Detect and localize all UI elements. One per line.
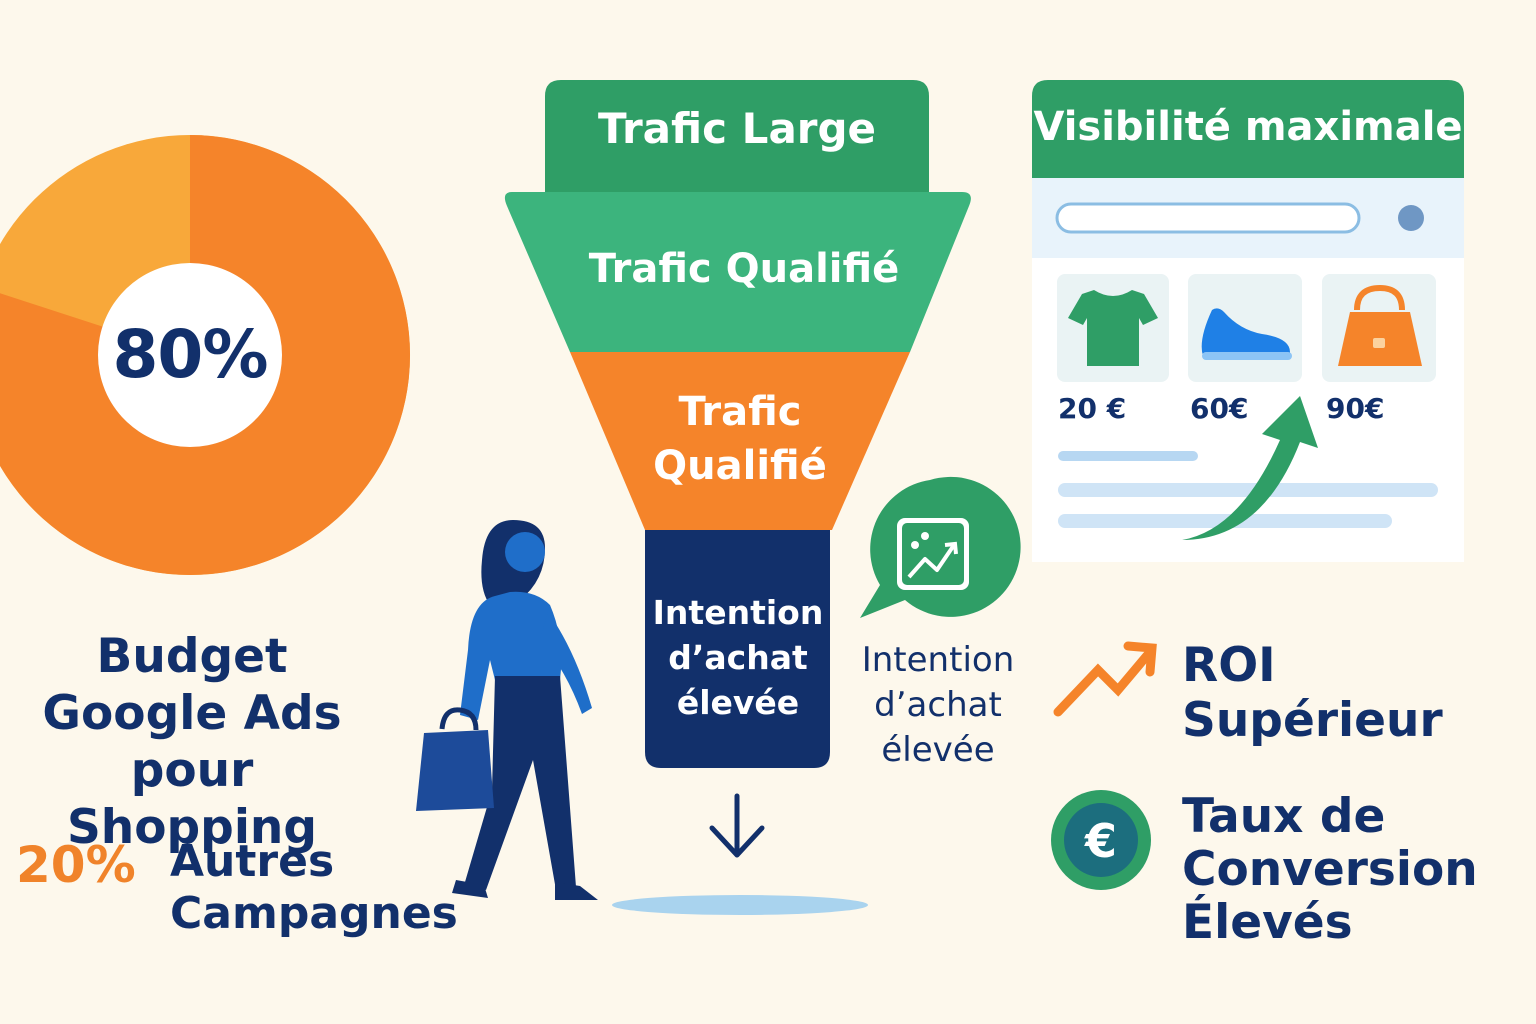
conversion-funnel [504,80,971,915]
product-price: 60€ [1190,392,1249,425]
budget-label-line: pour Shopping [66,743,318,855]
trend-chart-icon [860,476,1021,618]
funnel-middle-label: Trafic Qualifié [588,246,900,292]
funnel-middle-band [504,192,971,352]
product-price: 90€ [1326,392,1385,425]
svg-text:€: € [1084,814,1117,868]
funnel-spout-line: d’achat [668,638,808,677]
other-percent: 20% [16,836,136,894]
conversion-label-line: Taux de [1182,789,1386,844]
funnel-spout-line: Intention [652,593,824,632]
product-price: 20 € [1058,392,1127,425]
handbag-icon [1354,284,1405,311]
funnel-lower-label: Trafic Qualifié [620,385,860,493]
other-label: Autres Campagnes [170,836,458,940]
donut-center-label: 80% [112,315,269,393]
budget-label: Budget Google Ads pour Shopping [0,628,384,856]
conversion-label-line: Conversion [1182,842,1478,897]
down-arrow-icon [709,793,765,858]
visibility-title: Visibilité maximale [1033,104,1463,150]
other-label-line: Autres [170,836,335,887]
budget-donut [0,135,411,575]
funnel-lower-line: Trafic [678,389,802,435]
conversion-label: Taux de Conversion Élevés [1182,790,1478,949]
funnel-top-band [545,80,929,192]
bubble-caption-line: élevée [881,730,995,770]
funnel-top-label: Trafic Large [597,104,877,153]
trend-up-icon [1053,641,1157,717]
budget-label-line: Budget [96,629,288,684]
sneaker-icon [1201,308,1290,356]
funnel-spout [645,530,830,768]
bubble-caption-line: Intention [861,640,1015,680]
funnel-spout-label: Intention d’achat élevée [646,590,830,725]
roi-label: ROI Supérieur [1182,638,1443,748]
euro-coin-icon: € [1051,790,1151,890]
funnel-lower-line: Qualifié [653,443,827,489]
growth-arrow-icon [1182,396,1318,540]
bubble-caption-line: d’achat [874,685,1002,725]
roi-label-line: ROI [1182,638,1276,693]
donut-hole [98,263,282,447]
shopping-results-panel [1032,80,1464,562]
roi-label-line: Supérieur [1182,693,1443,748]
conversion-label-line: Élevés [1182,895,1353,950]
budget-label-line: Google Ads [42,686,342,741]
shopper-figure [416,520,598,900]
bubble-caption: Intention d’achat élevée [848,638,1028,773]
tshirt-icon [1068,290,1158,366]
floor-shadow [612,895,868,915]
funnel-lower-band [570,352,910,530]
other-label-line: Campagnes [170,888,458,939]
funnel-spout-line: élevée [676,683,800,722]
